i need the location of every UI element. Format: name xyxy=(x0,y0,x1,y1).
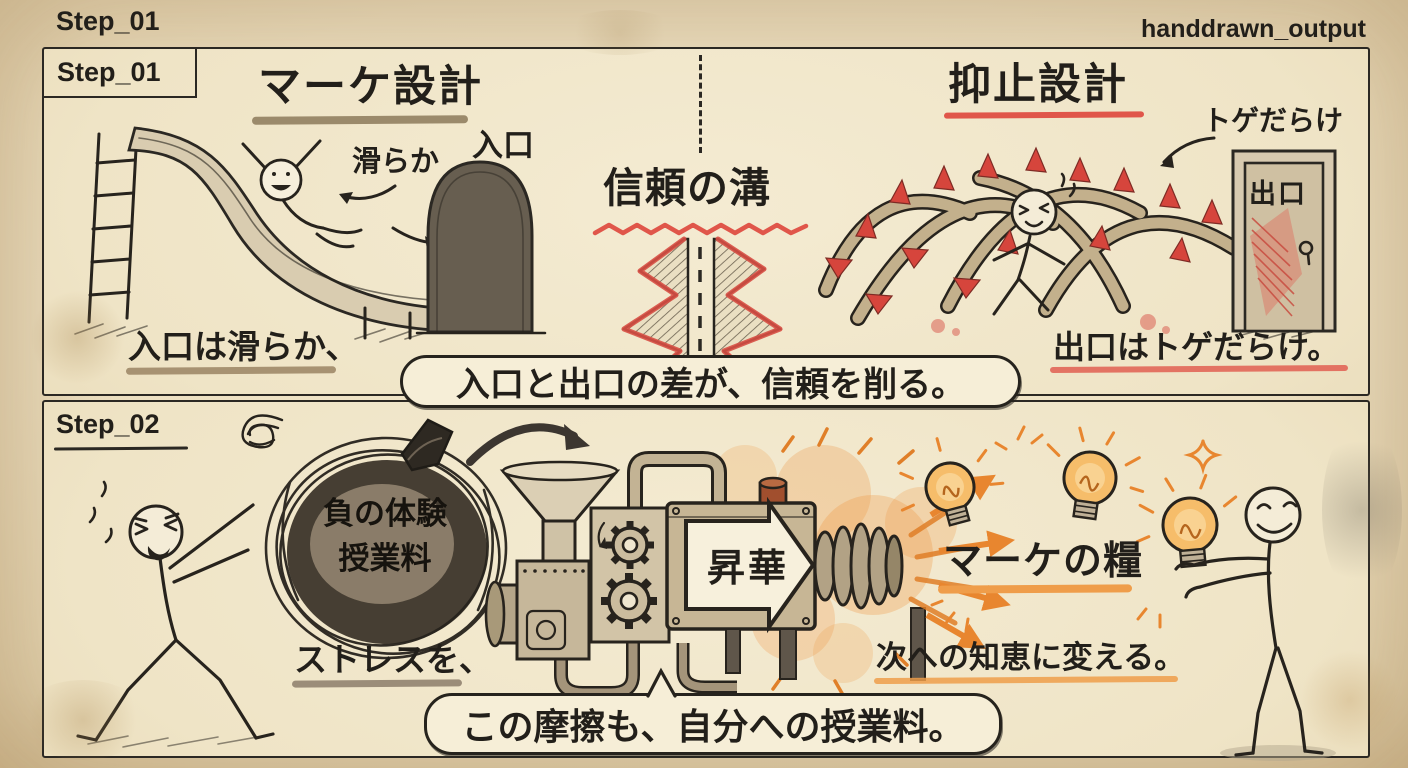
entrance-caption-underline xyxy=(125,366,337,375)
machine-leg xyxy=(725,628,741,674)
smooth-arrow-icon xyxy=(339,184,397,204)
top-pipe xyxy=(627,451,727,518)
scribble-icon xyxy=(241,414,284,449)
red-splatter xyxy=(931,314,1170,336)
bag-label-line1: 負の体験 xyxy=(323,496,447,531)
gear-icon xyxy=(606,521,654,569)
figure-face xyxy=(132,512,180,536)
panel1-step-label: Step_01 xyxy=(44,49,197,98)
sliding-figure xyxy=(241,139,363,249)
door-scratches xyxy=(1251,217,1295,317)
smooth-note: 滑らか xyxy=(352,146,440,178)
figure-open-mouth xyxy=(147,546,170,561)
lightbulb-icon xyxy=(899,437,1005,527)
figure-head xyxy=(259,158,303,202)
ideas-and-figure-illustration xyxy=(899,425,1336,761)
sparkle-burst xyxy=(1136,607,1162,629)
fan-arrow-icon xyxy=(925,612,987,650)
negative-bag-illustration xyxy=(264,418,508,660)
wisdom-caption: 次への知恵に変える。 xyxy=(876,640,1186,675)
divider-dashed-top xyxy=(699,55,702,153)
sparkle-burst xyxy=(930,599,970,633)
exit-caption: 出口はトゲだらけ。 xyxy=(1053,329,1340,365)
thorn-spikes xyxy=(824,146,1223,316)
slide-legs xyxy=(363,306,412,340)
panel2-bubble-text: この摩擦も、自分への授業料。 xyxy=(461,706,965,747)
intake-box xyxy=(484,559,591,661)
thorns-note: トゲだらけ xyxy=(1203,105,1344,136)
deterrence-design-title: 抑止設計 xyxy=(948,61,1128,109)
figure-body xyxy=(76,503,275,742)
slide-illustration xyxy=(74,126,547,343)
marketing-fuel-title: マーケの糧 xyxy=(943,540,1144,583)
sweat-drops xyxy=(88,480,113,544)
entrance-label: 入口 xyxy=(472,128,534,163)
ladder xyxy=(87,128,139,324)
lightbulb-icon xyxy=(1046,426,1145,521)
sparkle-icon xyxy=(1183,439,1223,475)
panel1-bubble-text: 入口と出口の差が、信頼を削る。 xyxy=(455,366,966,404)
sublimation-arrow-sign xyxy=(684,496,816,634)
machine-main-body xyxy=(665,476,926,681)
bag-knot xyxy=(400,418,454,472)
trust-gap-zigzag-underline xyxy=(592,222,809,236)
sparkle-burst xyxy=(994,425,1044,451)
figure-ground-hatch xyxy=(87,735,264,748)
stress-caption: ストレスを、 xyxy=(294,641,492,678)
doorknob xyxy=(1298,240,1314,256)
panel2-step-label: Step_02 xyxy=(56,409,160,439)
bag-light-patch xyxy=(310,484,454,604)
gear-icon xyxy=(601,573,657,629)
slide-edge-line xyxy=(138,137,448,302)
ground-hatch xyxy=(74,323,436,343)
thorn-figure xyxy=(992,172,1076,316)
entrance-arch xyxy=(415,160,547,335)
receiving-figure xyxy=(1174,486,1336,761)
lightbulb-icon xyxy=(1135,473,1238,569)
entrance-caption: 入口は滑らか、 xyxy=(128,328,359,365)
exhaust-nozzle xyxy=(813,522,904,610)
panel2-bubble-tail xyxy=(646,667,677,698)
stress-caption-underline xyxy=(291,679,463,688)
trust-gap-title: 信頼の溝 xyxy=(603,165,771,211)
thorn-bramble-illustration xyxy=(818,146,1242,336)
machine-leg xyxy=(779,628,797,680)
output-label: handdrawn_output xyxy=(1141,15,1366,43)
marketing-fuel-underline xyxy=(937,584,1133,594)
slide-surface xyxy=(127,126,453,333)
figure-smile xyxy=(271,185,291,191)
fan-arrow-icon xyxy=(938,530,1016,558)
panel2-speech-bubble: この摩擦も、自分への授業料。 xyxy=(424,693,1002,755)
bag-to-machine-arrow-icon xyxy=(466,423,590,466)
exit-door-label: 出口 xyxy=(1249,179,1307,209)
thorns-arrow-icon xyxy=(1160,136,1216,168)
bag-label-line2: 授業料 xyxy=(338,540,432,576)
panel1-step-label-text: Step_01 xyxy=(57,57,161,87)
gear-panel xyxy=(589,506,671,644)
exit-door-illustration xyxy=(1231,149,1337,340)
panel1-speech-bubble: 入口と出口の差が、信頼を削る。 xyxy=(400,355,1021,408)
sparkles xyxy=(930,425,1223,633)
marketing-design-title: マーケ設計 xyxy=(258,63,483,111)
gear-rotation-arrow xyxy=(597,521,606,547)
bag-label: 負の体験 授業料 xyxy=(300,492,470,582)
outer-step-label: Step_01 xyxy=(56,6,160,36)
stressed-figure-illustration xyxy=(76,480,275,748)
sublimation-label: 昇華 xyxy=(706,548,789,590)
